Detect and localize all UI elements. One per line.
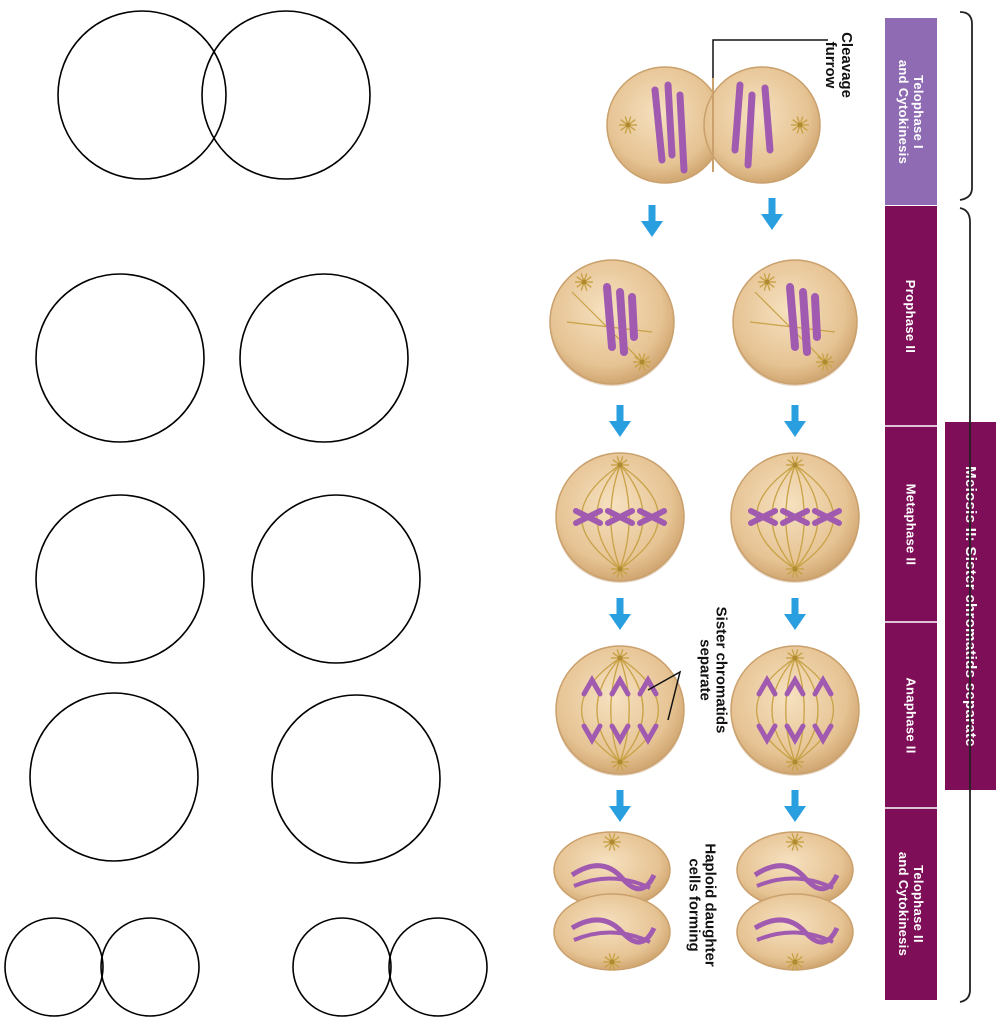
arrow-right-3 bbox=[784, 598, 806, 630]
cell-anaphase-ii-left bbox=[555, 645, 685, 776]
cell-telophase-i bbox=[606, 66, 821, 184]
meiosis-ii-band: Meiosis II: Sister chromatids separate bbox=[945, 422, 996, 790]
blank-cell-outline bbox=[388, 917, 488, 1017]
blank-cell-outline bbox=[292, 917, 392, 1017]
phase-band-anaphase-ii: Anaphase II bbox=[885, 622, 937, 808]
cell-prophase-ii-right bbox=[732, 259, 858, 386]
pointer-cleavage-furrow bbox=[712, 39, 828, 78]
cell-telophase-ii-right bbox=[736, 831, 854, 971]
blank-cell-outline bbox=[35, 273, 205, 443]
phase-band-prophase-ii: Prophase II bbox=[885, 206, 937, 426]
cell-telophase-ii-left bbox=[553, 831, 671, 971]
cell-prophase-ii-left bbox=[549, 259, 675, 386]
arrow-right-4 bbox=[784, 790, 806, 822]
cell-metaphase-ii-right bbox=[730, 452, 860, 583]
blank-cell-outline bbox=[251, 494, 421, 664]
blank-cell-outline bbox=[201, 10, 371, 180]
pointer-sister-chromatids bbox=[647, 670, 682, 721]
blank-cell-outline bbox=[100, 917, 200, 1017]
blank-cell-outline bbox=[239, 273, 409, 443]
arrow-right-2 bbox=[784, 405, 806, 437]
blank-cell-outline bbox=[271, 694, 441, 864]
arrow-left-2 bbox=[609, 405, 631, 437]
phase-band-metaphase-ii: Metaphase II bbox=[885, 426, 937, 622]
blank-cell-outline bbox=[57, 10, 227, 180]
cell-anaphase-ii-right bbox=[730, 645, 860, 776]
arrow-left-1 bbox=[641, 205, 663, 237]
blank-cell-outline bbox=[4, 917, 104, 1017]
blank-cell-outline bbox=[35, 494, 205, 664]
arrow-right-1 bbox=[761, 198, 783, 230]
arrow-left-4 bbox=[609, 790, 631, 822]
cell-metaphase-ii-left bbox=[555, 452, 685, 583]
arrow-left-3 bbox=[609, 598, 631, 630]
blank-cell-outline bbox=[29, 692, 199, 862]
